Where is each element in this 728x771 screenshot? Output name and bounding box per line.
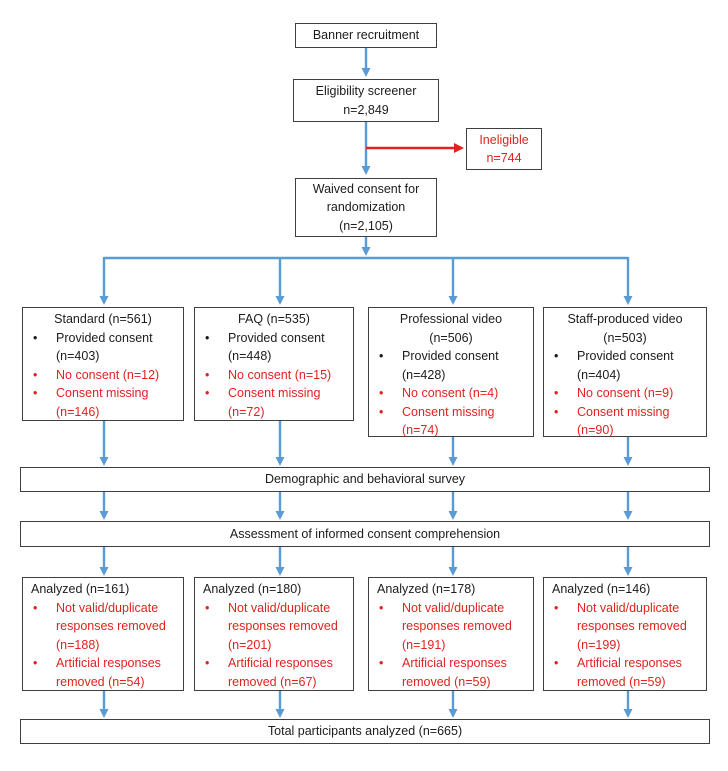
bullet-dot-icon: •: [554, 386, 559, 400]
survey-bar-label: Demographic and behavioral survey: [264, 472, 466, 487]
eligibility-line1: Eligibility screener: [315, 84, 417, 98]
bullet-dot-icon: •: [379, 404, 384, 419]
arm-title: Staff-produced video (n=503): [567, 312, 683, 345]
ineligible-count: n=744: [486, 151, 522, 165]
arm-bullet: • Provided consent (n=448): [195, 329, 353, 366]
bullet-dot-icon: •: [33, 386, 38, 400]
arm-bullet: • No consent (n=9): [544, 384, 706, 403]
ineligible-label: Ineligible: [479, 132, 529, 147]
bullet-dot-icon: •: [554, 404, 559, 419]
analyzed-bullet: • Not valid/duplicate responses removed …: [23, 599, 183, 655]
bullet-dot-icon: •: [33, 600, 38, 615]
waived-count: (n=2,105): [339, 218, 393, 233]
arm-bullet: • No consent (n=4): [369, 384, 533, 403]
bullet-dot-icon: •: [379, 386, 384, 400]
survey-bar: Demographic and behavioral survey: [20, 467, 710, 492]
arm-bullet: • No consent (n=15): [195, 366, 353, 385]
arm-title: FAQ (n=535): [238, 312, 310, 326]
bullet-dot-icon: •: [554, 600, 559, 615]
bullet-dot-icon: •: [554, 656, 559, 670]
total-bar: Total participants analyzed (n=665): [20, 719, 710, 744]
assessment-bar: Assessment of informed consent comprehen…: [20, 521, 710, 547]
eligibility-screener-box: Eligibility screener n=2,849: [293, 79, 439, 122]
arm-bullet: • Consent missing (n=74): [369, 403, 533, 440]
analyzed-title: Analyzed (n=178): [377, 582, 476, 596]
waived-consent-box: Waived consent for randomization (n=2,10…: [295, 178, 437, 237]
arm-bullet: • Consent missing (n=90): [544, 403, 706, 440]
arm-bullet: • Provided consent (n=403): [23, 329, 183, 366]
analyzed-bullet: • Not valid/duplicate responses removed …: [369, 599, 533, 655]
bullet-dot-icon: •: [205, 386, 210, 400]
arm-bullet: • Provided consent (n=428): [369, 347, 533, 384]
bullet-dot-icon: •: [205, 330, 210, 345]
arm-box-faq: FAQ (n=535) • Provided consent (n=448) •…: [194, 307, 354, 421]
banner-recruitment-label: Banner recruitment: [312, 28, 420, 43]
banner-recruitment-box: Banner recruitment: [295, 23, 437, 48]
arm-bullet: • Consent missing (n=72): [195, 384, 353, 421]
eligibility-count: n=2,849: [343, 102, 389, 117]
bullet-dot-icon: •: [554, 349, 559, 363]
arm-box-standard: Standard (n=561) • Provided consent (n=4…: [22, 307, 184, 421]
bullet-dot-icon: •: [205, 656, 210, 670]
total-bar-label: Total participants analyzed (n=665): [267, 724, 463, 739]
analyzed-box-professional-video: Analyzed (n=178) • Not valid/duplicate r…: [368, 577, 534, 691]
arm-box-staff-video: Staff-produced video (n=503) • Provided …: [543, 307, 707, 437]
arm-bullet: • No consent (n=12): [23, 366, 183, 385]
arm-bullet: • Provided consent (n=404): [544, 347, 706, 384]
arm-bullet: • Consent missing (n=146): [23, 384, 183, 421]
waived-line2: randomization: [326, 200, 406, 215]
bullet-dot-icon: •: [379, 656, 384, 670]
analyzed-bullet: • Artificial responses removed (n=59): [369, 654, 533, 691]
bullet-dot-icon: •: [205, 367, 210, 382]
bullet-dot-icon: •: [379, 600, 384, 615]
bullet-dot-icon: •: [33, 367, 38, 382]
arm-title: Standard (n=561): [54, 312, 152, 326]
bullet-dot-icon: •: [379, 349, 384, 363]
analyzed-title: Analyzed (n=146): [552, 582, 651, 596]
assessment-bar-label: Assessment of informed consent comprehen…: [229, 526, 501, 541]
analyzed-box-faq: Analyzed (n=180) • Not valid/duplicate r…: [194, 577, 354, 691]
analyzed-bullet: • Not valid/duplicate responses removed …: [195, 599, 353, 655]
analyzed-title: Analyzed (n=180): [203, 582, 302, 596]
analyzed-box-staff-video: Analyzed (n=146) • Not valid/duplicate r…: [543, 577, 707, 691]
ineligible-box: Ineligible n=744: [466, 128, 542, 170]
waived-line1: Waived consent for: [312, 181, 420, 196]
analyzed-bullet: • Artificial responses removed (n=59): [544, 654, 706, 691]
bullet-dot-icon: •: [33, 330, 38, 345]
bullet-dot-icon: •: [33, 656, 38, 670]
analyzed-bullet: • Artificial responses removed (n=67): [195, 654, 353, 691]
analyzed-bullet: • Not valid/duplicate responses removed …: [544, 599, 706, 655]
bullet-dot-icon: •: [205, 600, 210, 615]
analyzed-title: Analyzed (n=161): [31, 582, 130, 596]
analyzed-bullet: • Artificial responses removed (n=54): [23, 654, 183, 691]
arm-box-professional-video: Professional video (n=506) • Provided co…: [368, 307, 534, 437]
arm-title: Professional video (n=506): [399, 312, 503, 345]
analyzed-box-standard: Analyzed (n=161) • Not valid/duplicate r…: [22, 577, 184, 691]
